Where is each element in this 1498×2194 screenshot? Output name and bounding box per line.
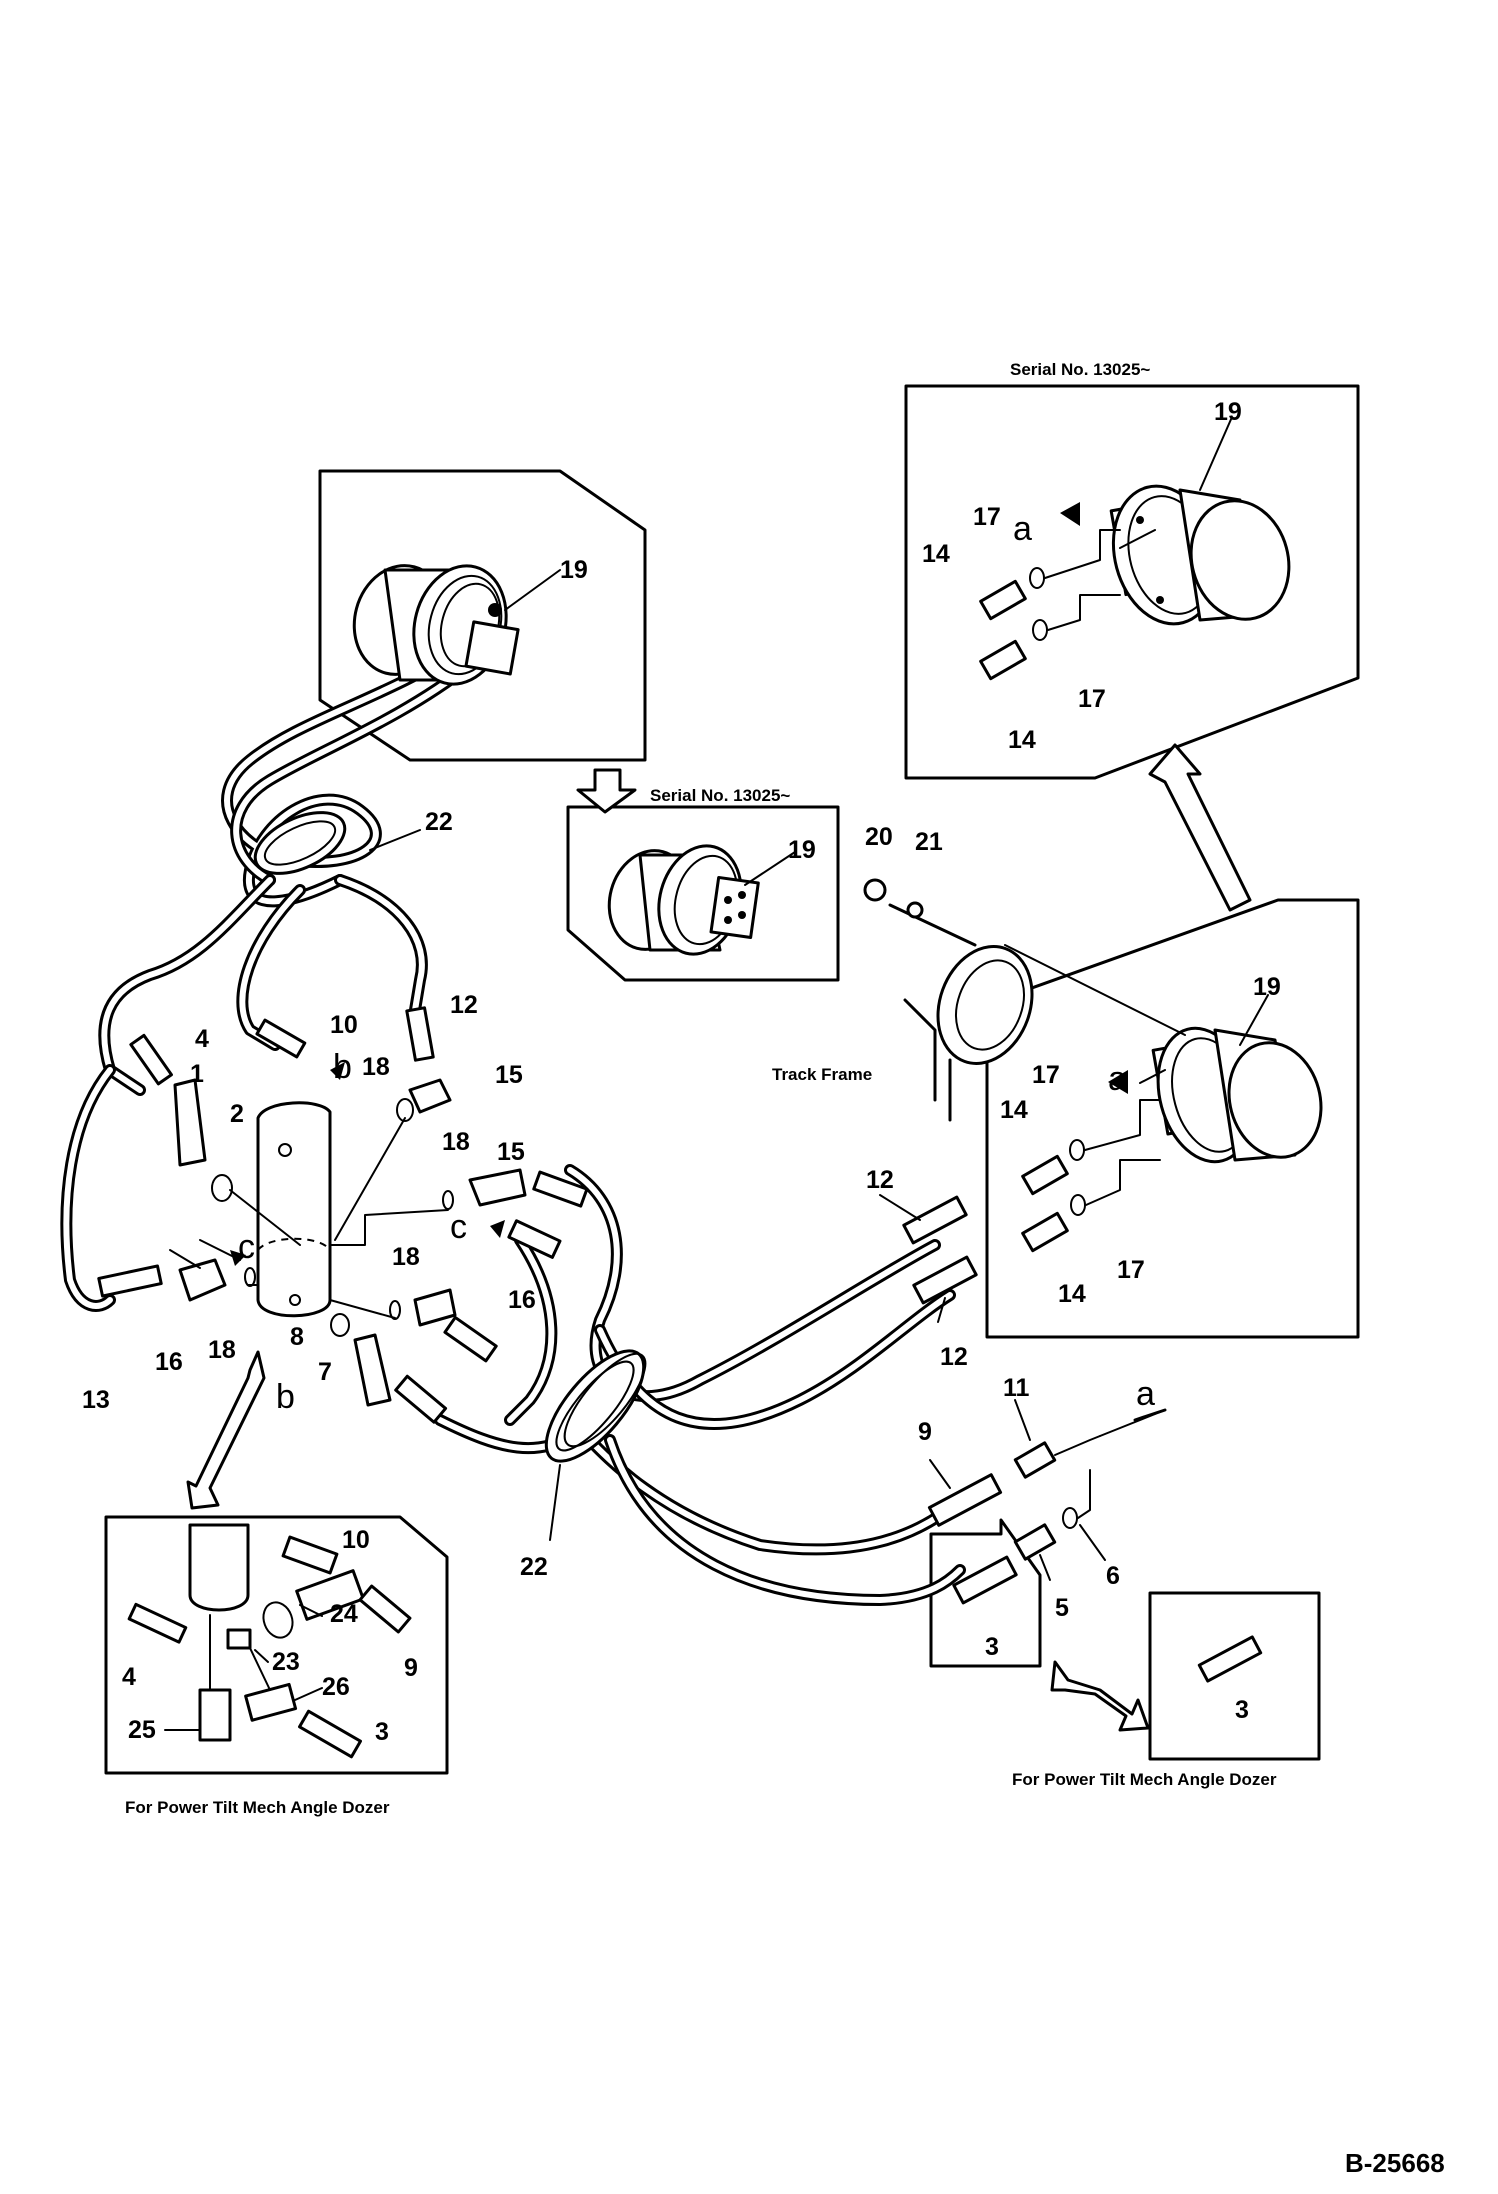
callout-16-left: 16 [155,1348,183,1376]
callout-12-right-lower: 12 [940,1343,968,1371]
callout-17-right-lower: 17 [1117,1256,1145,1284]
callout-23: 23 [272,1648,300,1676]
panel-top-right-serial [904,384,1360,780]
callout-19-top-left: 19 [560,556,588,584]
callout-22-upper: 22 [425,808,453,836]
callout-15-upper: 15 [495,1061,523,1089]
swivel-joint [256,1101,332,1318]
panel-bottom-right-power-tilt [1148,1591,1321,1761]
panel-top-left-motor [318,469,647,762]
callout-18-upper: 18 [362,1053,390,1081]
callout-4: 4 [195,1025,209,1053]
panel-bottom-left-power-tilt [104,1515,449,1775]
callout-17-right-upper: 17 [1032,1061,1060,1089]
callout-19-top-right: 19 [1214,398,1242,426]
power-tilt-caption-right: For Power Tilt Mech Angle Dozer [1012,1770,1277,1789]
callout-12-right-upper: 12 [866,1166,894,1194]
callout-3-main: 3 [985,1633,999,1661]
callout-14-top-upper: 14 [922,540,950,568]
callout-20: 20 [865,823,893,851]
serial-number-mid: Serial No. 13025~ [650,786,790,805]
drawing-code: B-25668 [1345,2148,1445,2178]
letter-c-left: c [238,1228,255,1266]
callout-17-top-upper: 17 [973,503,1001,531]
direction-arrows [186,502,1252,1732]
callout-14-right-upper: 14 [1000,1096,1028,1124]
callout-16-right: 16 [508,1286,536,1314]
callout-18-right: 18 [442,1128,470,1156]
callout-26: 26 [322,1673,350,1701]
callout-18-mid: 18 [392,1243,420,1271]
callout-22-lower: 22 [520,1553,548,1581]
callout-12-left: 12 [450,991,478,1019]
letter-a-bottom: a [1136,1375,1155,1413]
hose-bundle-upper [60,644,476,1312]
letter-c-right: c [450,1208,467,1246]
hose-clamp-upper [253,811,347,875]
travel-motor-top-right [1109,484,1291,626]
power-tilt-inset-parts [127,1523,412,1759]
travel-motor-mid-serial [607,844,760,956]
callout-15-lower: 15 [497,1138,525,1166]
callout-10-inset: 10 [342,1526,370,1554]
panel-mid-serial [566,805,840,982]
letter-a-top-right: a [1013,510,1032,548]
callout-17-top-lower: 17 [1078,685,1106,713]
callout-14-right-lower: 14 [1058,1280,1086,1308]
callout-11: 11 [1003,1374,1030,1402]
fitting-set [97,579,1263,1683]
track-frame [863,878,1186,1122]
callout-19-mid: 19 [788,836,816,864]
callout-5: 5 [1055,1594,1069,1622]
callout-6: 6 [1106,1562,1120,1590]
travel-motor-right [1151,1026,1323,1164]
inset-leaders [164,1604,323,1731]
power-tilt-caption-left: For Power Tilt Mech Angle Dozer [125,1798,390,1817]
callout-9: 9 [918,1418,932,1446]
callout-19-right: 19 [1253,973,1281,1001]
callout-3-inset: 3 [375,1718,389,1746]
travel-motor-top-left [352,564,520,686]
callout-3-right: 3 [1235,1696,1249,1724]
hose-clamp-lower [544,1349,647,1463]
callout-14-top-lower: 14 [1008,726,1036,754]
callout-21: 21 [915,828,943,856]
callout-4-inset: 4 [122,1663,136,1691]
callout-10: 10 [330,1011,358,1039]
callout-9-inset: 9 [404,1654,418,1682]
callout-24: 24 [330,1600,358,1628]
letter-a-right: a [1108,1060,1127,1098]
panel-right-motor [985,898,1360,1339]
callout-1: 1 [190,1060,204,1088]
callout-18-lower: 18 [208,1336,236,1364]
panel-fitting-3 [929,1518,1042,1668]
callout-25: 25 [128,1716,156,1744]
callout-7: 7 [318,1358,332,1386]
callout-leaders [369,416,1269,1581]
track-frame-label: Track Frame [772,1065,872,1084]
callout-13: 13 [82,1386,110,1414]
callout-2: 2 [230,1100,244,1128]
serial-number-top: Serial No. 13025~ [1010,360,1150,379]
letter-b-lower: b [276,1378,295,1416]
letter-b-upper: b [333,1048,352,1086]
callout-8: 8 [290,1323,304,1351]
